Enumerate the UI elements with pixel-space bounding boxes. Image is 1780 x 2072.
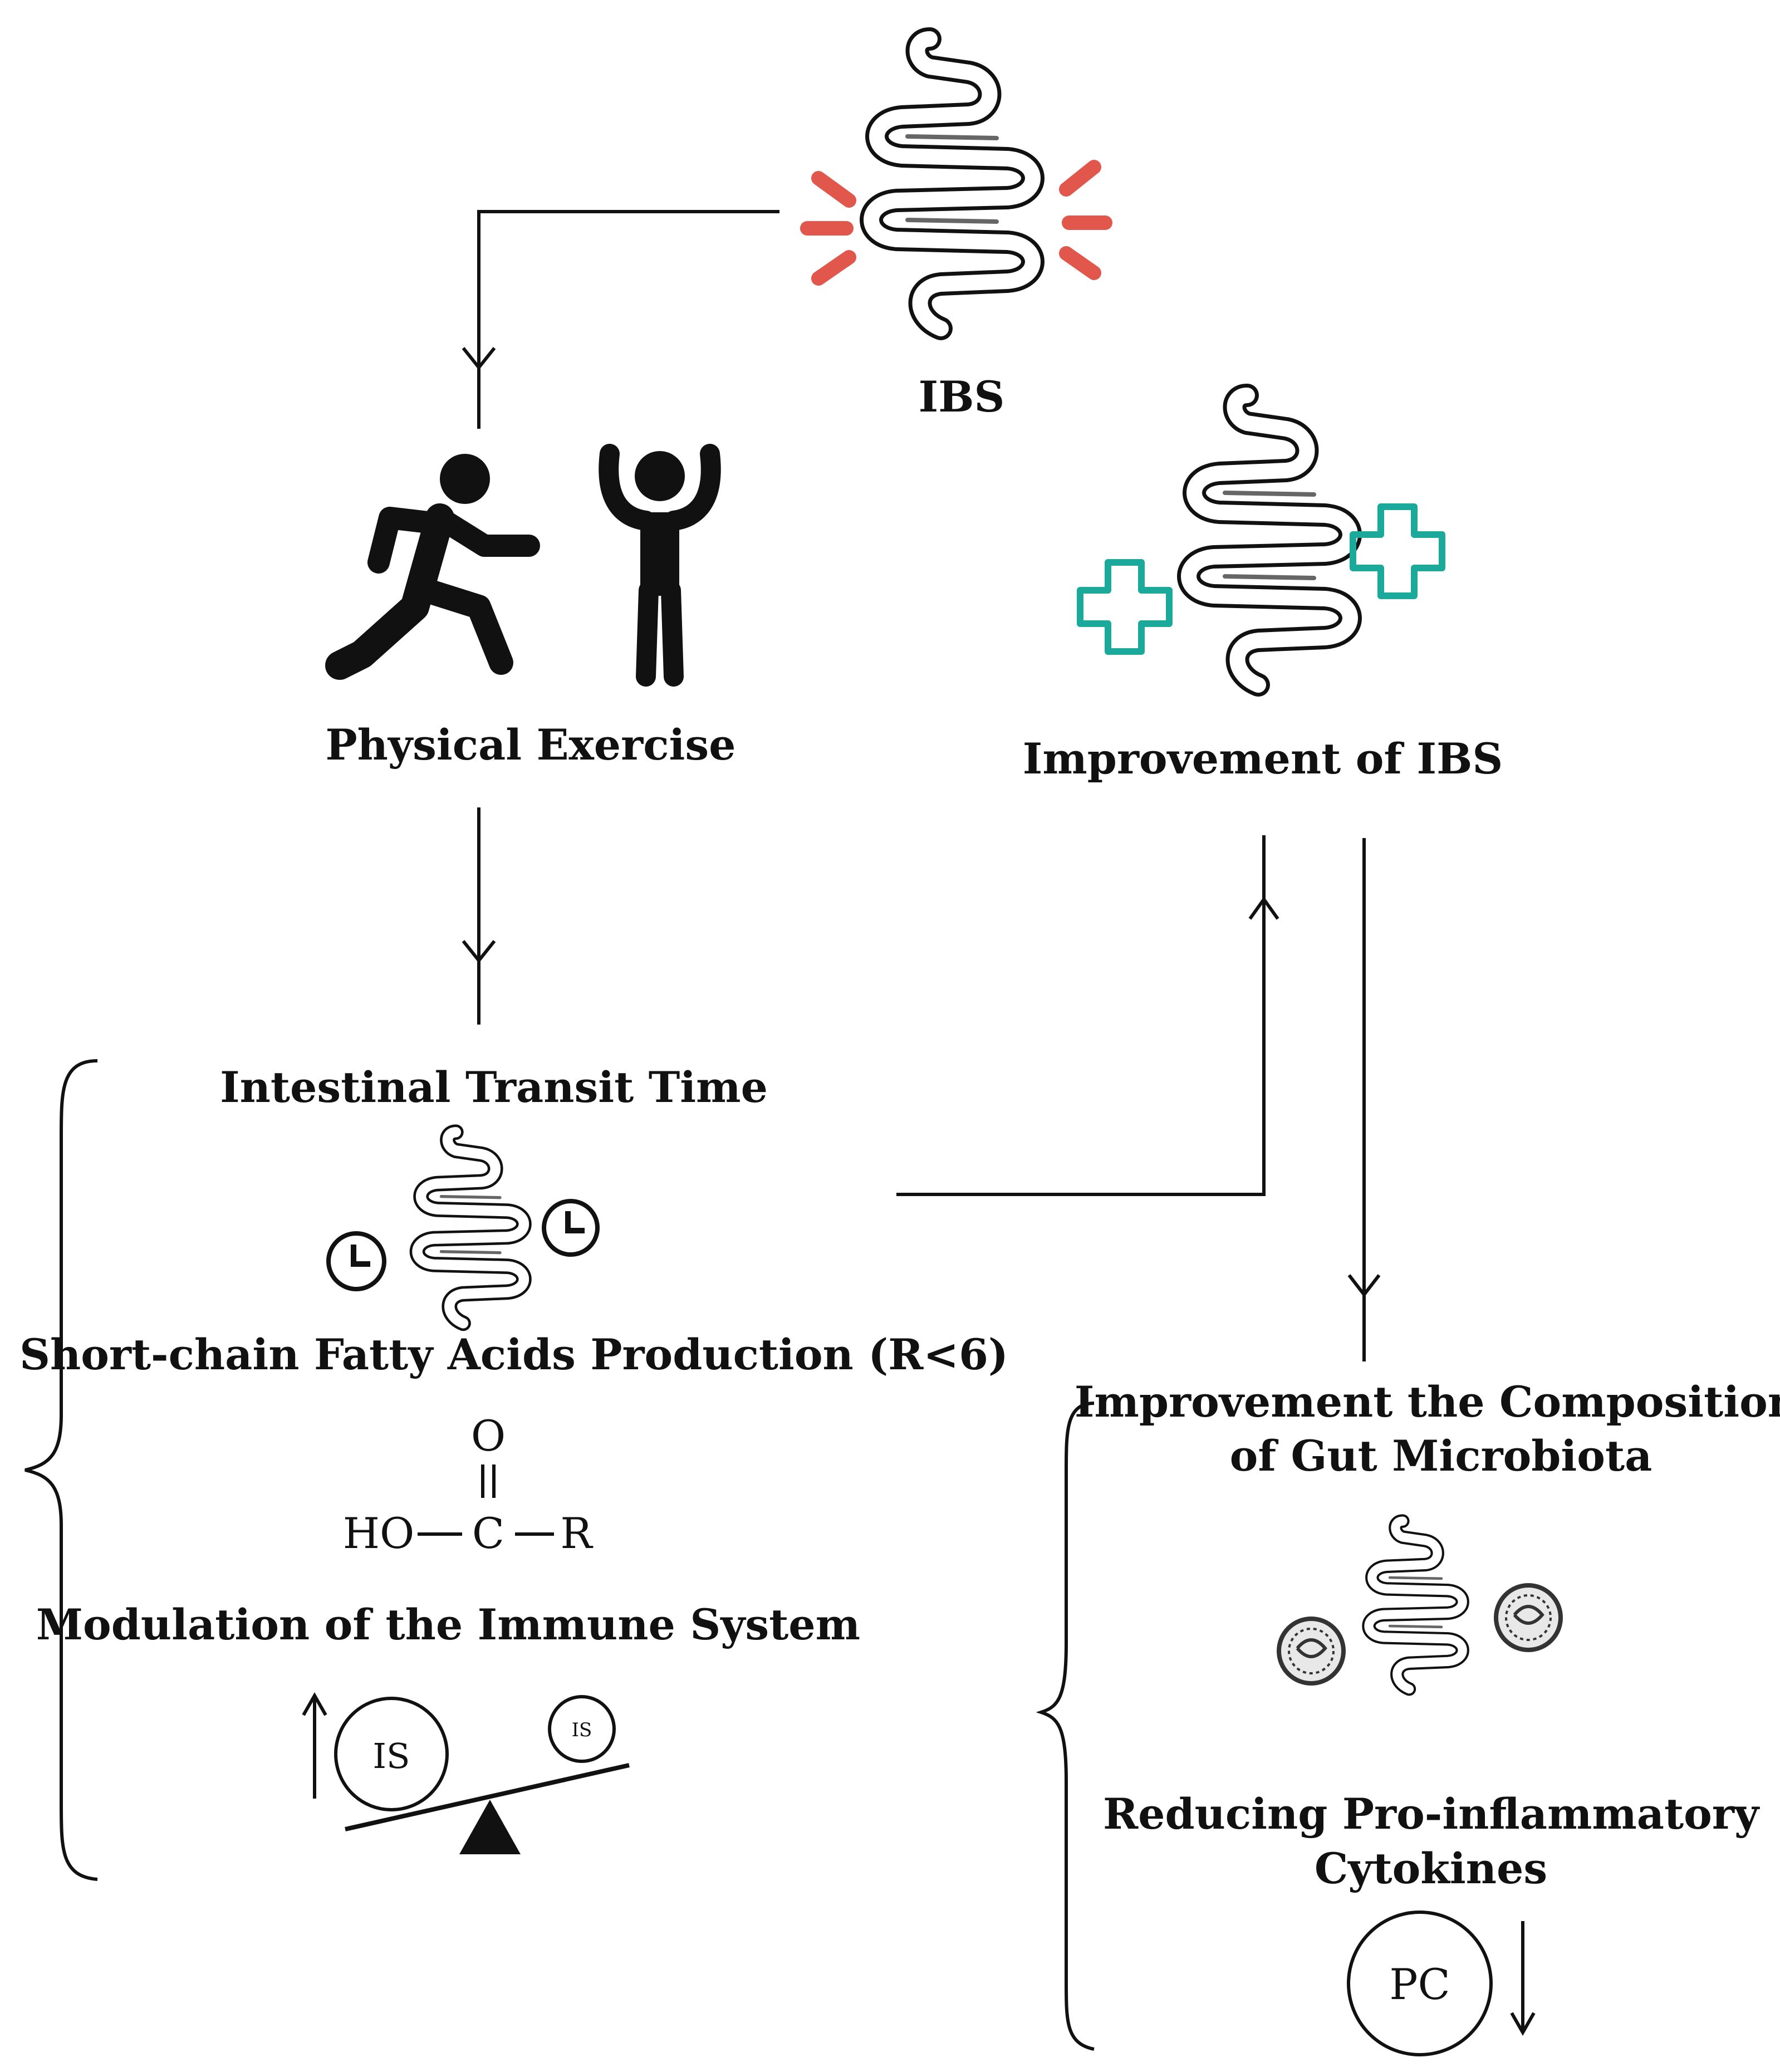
arrow-improvement-to-microbiota [1347,838,1381,1361]
label-improvement-ibs: Improvement of IBS [1022,734,1503,783]
arrow-transit-to-improvement [896,835,1279,1196]
intestine-clock-icon [418,1132,524,1323]
formula-r: R [560,1508,594,1558]
seesaw-icon: IS IS [302,1692,630,1854]
arrow-exercise-to-transit [462,807,496,1025]
right-brace [1036,1402,1095,2051]
formula-ho: HO [343,1508,415,1558]
label-microbiota-2: of Gut Microbiota [1229,1431,1652,1481]
running-person-icon [325,454,540,680]
microbe-icons [1277,1583,1563,1686]
is-small: IS [572,1719,592,1741]
label-immune: Modulation of the Immune System [36,1600,861,1649]
intestine-pain-icon [871,39,1033,329]
label-cytokines-1: Reducing Pro-inflammatory [1102,1789,1759,1839]
formula-o: O [471,1411,506,1461]
label-microbiota-1: Improvement the Composition [1074,1377,1780,1427]
pc-label: PC [1389,1960,1450,2009]
label-physical-exercise: Physical Exercise [325,720,736,770]
label-ibs: IBS [918,372,1005,422]
arrow-ibs-to-exercise [462,210,779,429]
clock-icons [326,1199,600,1291]
is-big: IS [373,1736,410,1776]
carboxylic-acid-formula: O HO C R [343,1411,594,1558]
intestine-health-icon [1189,395,1350,685]
formula-c: C [472,1508,504,1558]
cheering-person-icon [599,444,721,687]
label-transit-time: Intestinal Transit Time [220,1062,768,1112]
label-scfa: Short-chain Fatty Acids Production (R<6) [19,1330,1008,1379]
pc-indicator: PC [1347,1911,1536,2056]
pain-marks [800,160,1112,286]
health-crosses [1077,503,1445,655]
left-brace [24,1059,98,1881]
label-cytokines-2: Cytokines [1314,1844,1548,1893]
intestine-microbe-icon [1369,1521,1463,1689]
